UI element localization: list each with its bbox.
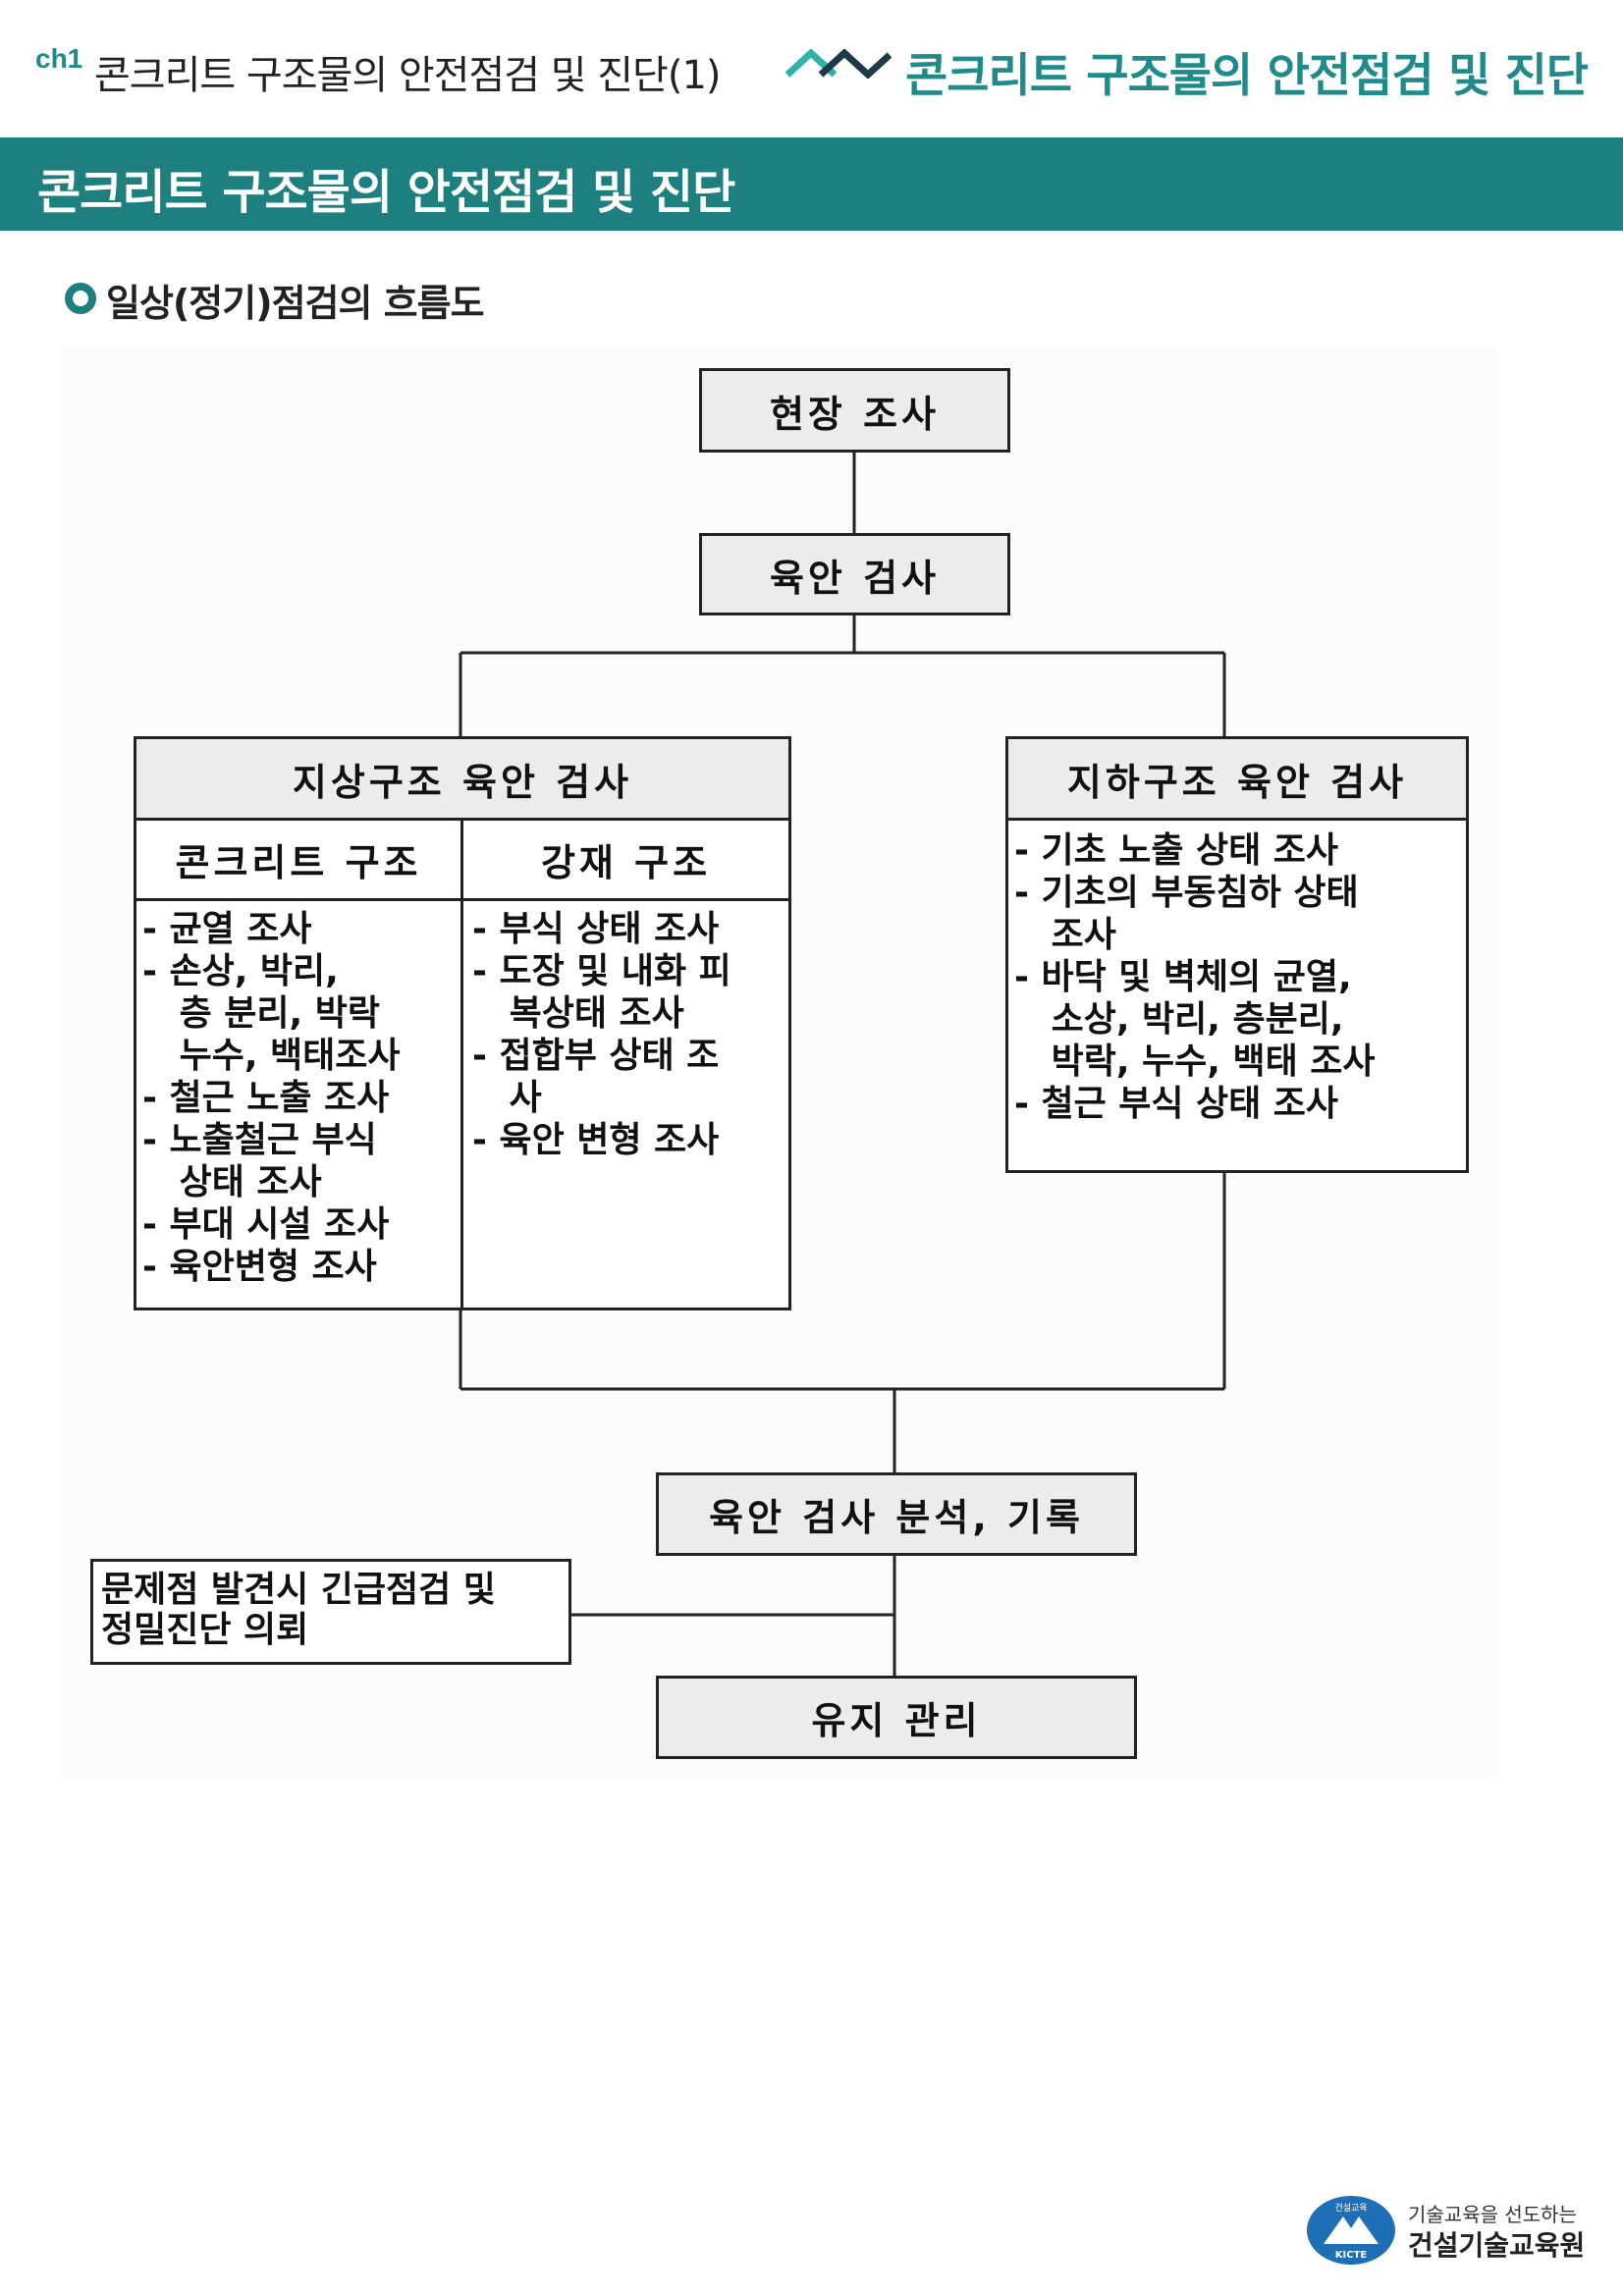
visual-inspection-box: 육안 검사 (699, 533, 1010, 615)
list-item: 소상, 박리, 층분리, (1014, 999, 1344, 1040)
list-item: 복상태 조사 (472, 993, 684, 1034)
list-item: - 바닥 및 벽체의 균열, (1014, 957, 1352, 997)
list-item: 층 분리, 박락 (142, 993, 380, 1034)
section-title: 일상(정기)점검의 흐름도 (106, 282, 485, 325)
footer-tagline: 기술교육을 선도하는 (1408, 2203, 1577, 2226)
above-ground-inspection-box: 지상구조 육안 검사 콘크리트 구조 강재 구조 - 균열 조사 - 손상, 박… (134, 736, 791, 1310)
steel-heading-cell: 강재 구조 (460, 818, 791, 901)
list-item: 조사 (1014, 915, 1116, 955)
brand-wave-logo-icon (785, 49, 893, 79)
ring-bullet-icon (65, 283, 96, 314)
analysis-record-box: 육안 검사 분석, 기록 (656, 1472, 1137, 1556)
brand-title: 콘크리트 구조물의 안전점검 및 진단 (905, 49, 1589, 103)
footer-org-name: 건설기술교육원 (1408, 2229, 1586, 2262)
list-item: 누수, 백태조사 (142, 1036, 401, 1076)
underground-title-cell: 지하구조 육안 검사 (1005, 736, 1469, 821)
list-item: - 철근 노출 조사 (142, 1078, 390, 1118)
concrete-heading-cell: 콘크리트 구조 (134, 818, 463, 901)
steel-check-list: - 부식 상태 조사 - 도장 및 내화 피 복상태 조사 - 접합부 상태 조… (472, 908, 731, 1161)
logo-top-text: 건설교육 (1334, 2203, 1367, 2214)
list-item: - 육안변형 조사 (142, 1247, 377, 1287)
list-item: - 부대 시설 조사 (142, 1204, 390, 1245)
site-survey-label: 현장 조사 (769, 392, 941, 436)
above-ground-title: 지상구조 육안 검사 (292, 760, 633, 804)
list-item: - 철근 부식 상태 조사 (1014, 1084, 1339, 1124)
underground-title: 지하구조 육안 검사 (1066, 760, 1408, 804)
flowchart: 현장 조사 육안 검사 지상구조 육안 검사 콘크리트 구조 강재 구조 - 균… (59, 348, 1497, 1777)
column-divider (460, 898, 463, 1310)
problem-note-box: 문제점 발견시 긴급점검 및 정밀진단 의뢰 (90, 1559, 571, 1665)
problem-note-text: 문제점 발견시 긴급점검 및 정밀진단 의뢰 (101, 1570, 496, 1650)
underground-inspection-box: 지하구조 육안 검사 - 기초 노출 상태 조사 - 기초의 부동침하 상태 조… (1005, 736, 1469, 1173)
kicte-logo-icon: 건설교육 KICTE (1307, 2196, 1395, 2265)
maintenance-label: 유지 관리 (811, 1699, 982, 1742)
list-item: - 기초 노출 상태 조사 (1014, 830, 1339, 871)
list-item: - 접합부 상태 조 (472, 1036, 720, 1076)
above-ground-title-cell: 지상구조 육안 검사 (134, 736, 791, 821)
analysis-record-label: 육안 검사 분석, 기록 (709, 1496, 1084, 1539)
list-item: - 기초의 부동침하 상태 (1014, 873, 1359, 913)
flowchart-connectors (459, 450, 1226, 1676)
underground-check-list: - 기초 노출 상태 조사 - 기초의 부동침하 상태 조사 - 바닥 및 벽체… (1014, 829, 1376, 1125)
list-item: 사 (472, 1078, 542, 1118)
title-banner: 콘크리트 구조물의 안전점검 및 진단 (0, 137, 1623, 231)
concrete-heading: 콘크리트 구조 (175, 841, 422, 884)
list-item: - 육안 변형 조사 (472, 1120, 720, 1160)
list-item: - 균열 조사 (142, 909, 312, 949)
logo-bottom-text: KICTE (1335, 2250, 1368, 2261)
chapter-tag: ch1 (35, 43, 83, 74)
steel-heading: 강재 구조 (540, 841, 712, 884)
list-item: 상태 조사 (142, 1162, 322, 1202)
chapter-title: 콘크리트 구조물의 안전점검 및 진단(1) (94, 53, 722, 98)
maintenance-box: 유지 관리 (656, 1676, 1137, 1759)
list-item: - 노출철근 부식 (142, 1120, 377, 1160)
site-survey-box: 현장 조사 (699, 368, 1010, 453)
page-header: ch1 콘크리트 구조물의 안전점검 및 진단(1) 콘크리트 구조물의 안전점… (0, 0, 1623, 135)
list-item: 박락, 누수, 백태 조사 (1014, 1041, 1376, 1082)
banner-title: 콘크리트 구조물의 안전점검 및 진단 (37, 165, 735, 220)
visual-inspection-label: 육안 검사 (769, 556, 941, 600)
concrete-check-list: - 균열 조사 - 손상, 박리, 층 분리, 박락 누수, 백태조사 - 철근… (142, 908, 401, 1288)
list-item: - 도장 및 내화 피 (472, 951, 731, 991)
list-item: - 손상, 박리, (142, 951, 339, 991)
list-item: - 부식 상태 조사 (472, 909, 720, 949)
